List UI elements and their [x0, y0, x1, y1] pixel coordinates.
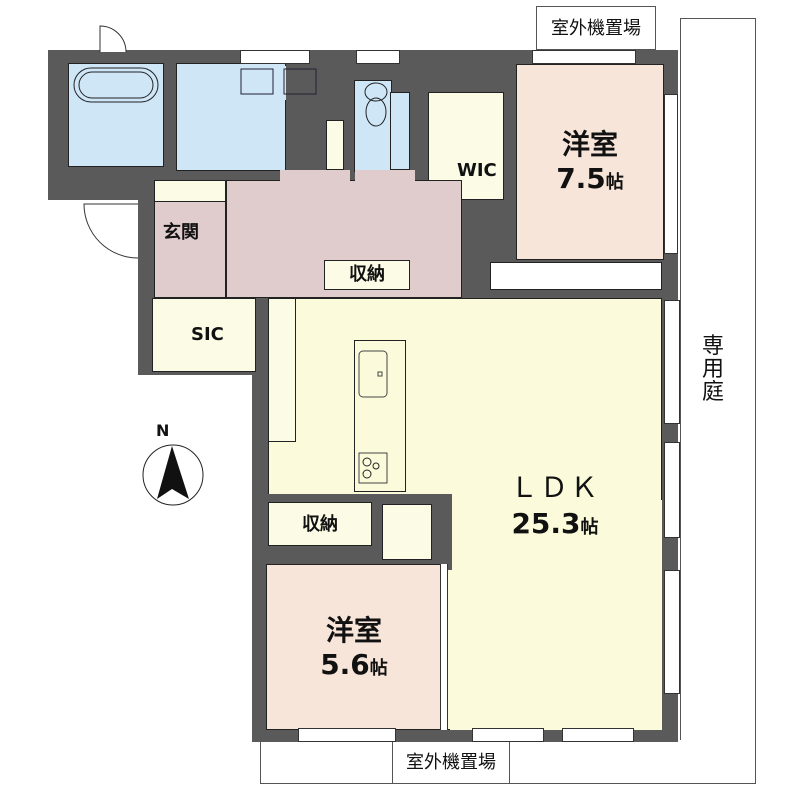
hallway-top-right [355, 170, 415, 190]
outdoor-unit-area-bottom: 室外機置場 [392, 740, 510, 784]
western-room-1-name: 洋室 [561, 128, 618, 161]
ldk-name: ＬＤＫ [509, 471, 600, 504]
hallway-storage[interactable]: 収納 [324, 260, 410, 290]
bathroom [68, 63, 164, 167]
western-room-1-closet [490, 262, 662, 290]
north-compass: N [138, 420, 208, 510]
private-garden-label: 専用庭 [701, 334, 724, 406]
ldk-lower-right [450, 500, 662, 730]
window-right-3 [664, 442, 680, 538]
washbasin-icon [240, 68, 317, 95]
hallway-top-left [280, 170, 350, 190]
north-arrow-icon [142, 444, 204, 506]
outdoor-unit-label-top: 室外機置場 [551, 18, 641, 39]
window-bottom-2 [472, 728, 544, 742]
shoe-cabinet [154, 180, 226, 202]
western-room-1-size: 7.5帖 [556, 162, 624, 195]
ldk-size: 25.3帖 [511, 507, 599, 540]
western-room-7-5[interactable]: 洋室 7.5帖 [516, 64, 664, 260]
window-top-toilet [356, 50, 400, 64]
bathtub-icon [73, 67, 159, 103]
ldk-storage[interactable]: 収納 [268, 502, 372, 546]
ldk-storage-label: 収納 [302, 514, 338, 535]
window-right-1 [664, 94, 678, 254]
private-garden-area [680, 18, 756, 784]
kitchen-counter-back [268, 298, 296, 442]
western-room-2-name: 洋室 [325, 614, 382, 647]
stove-icon [358, 452, 388, 484]
toilet [354, 80, 392, 172]
kitchen-island [354, 340, 406, 492]
wic-label: WIC [457, 160, 497, 181]
outdoor-unit-area-top: 室外機置場 [536, 6, 656, 50]
compass-north-label: N [156, 421, 170, 440]
bath-exterior-door-icon [99, 25, 127, 53]
western-room-2-size: 5.6帖 [320, 648, 388, 681]
entrance-door-icon [83, 203, 139, 259]
window-top-western [532, 50, 636, 64]
sink-icon [358, 350, 388, 398]
toilet-icon [364, 82, 388, 127]
window-right-4 [664, 570, 680, 694]
window-bottom-1 [298, 728, 396, 742]
western-room-5-6[interactable]: 洋室 5.6帖 [266, 564, 442, 730]
entrance[interactable]: 玄関 [154, 200, 226, 298]
entrance-label: 玄関 [163, 222, 199, 243]
window-right-2 [664, 300, 680, 424]
sic-label: SIC [191, 324, 224, 345]
toilet-side [390, 92, 410, 170]
hallway-storage-label: 収納 [349, 264, 385, 285]
window-top-washroom [240, 50, 310, 64]
shoe-in-closet[interactable]: SIC [152, 298, 256, 372]
window-bottom-3 [562, 728, 634, 742]
washroom-closet [326, 120, 344, 170]
room-divider-sliding [440, 564, 448, 730]
outdoor-unit-label-bottom: 室外機置場 [406, 752, 496, 773]
room-2-closet [382, 504, 432, 560]
